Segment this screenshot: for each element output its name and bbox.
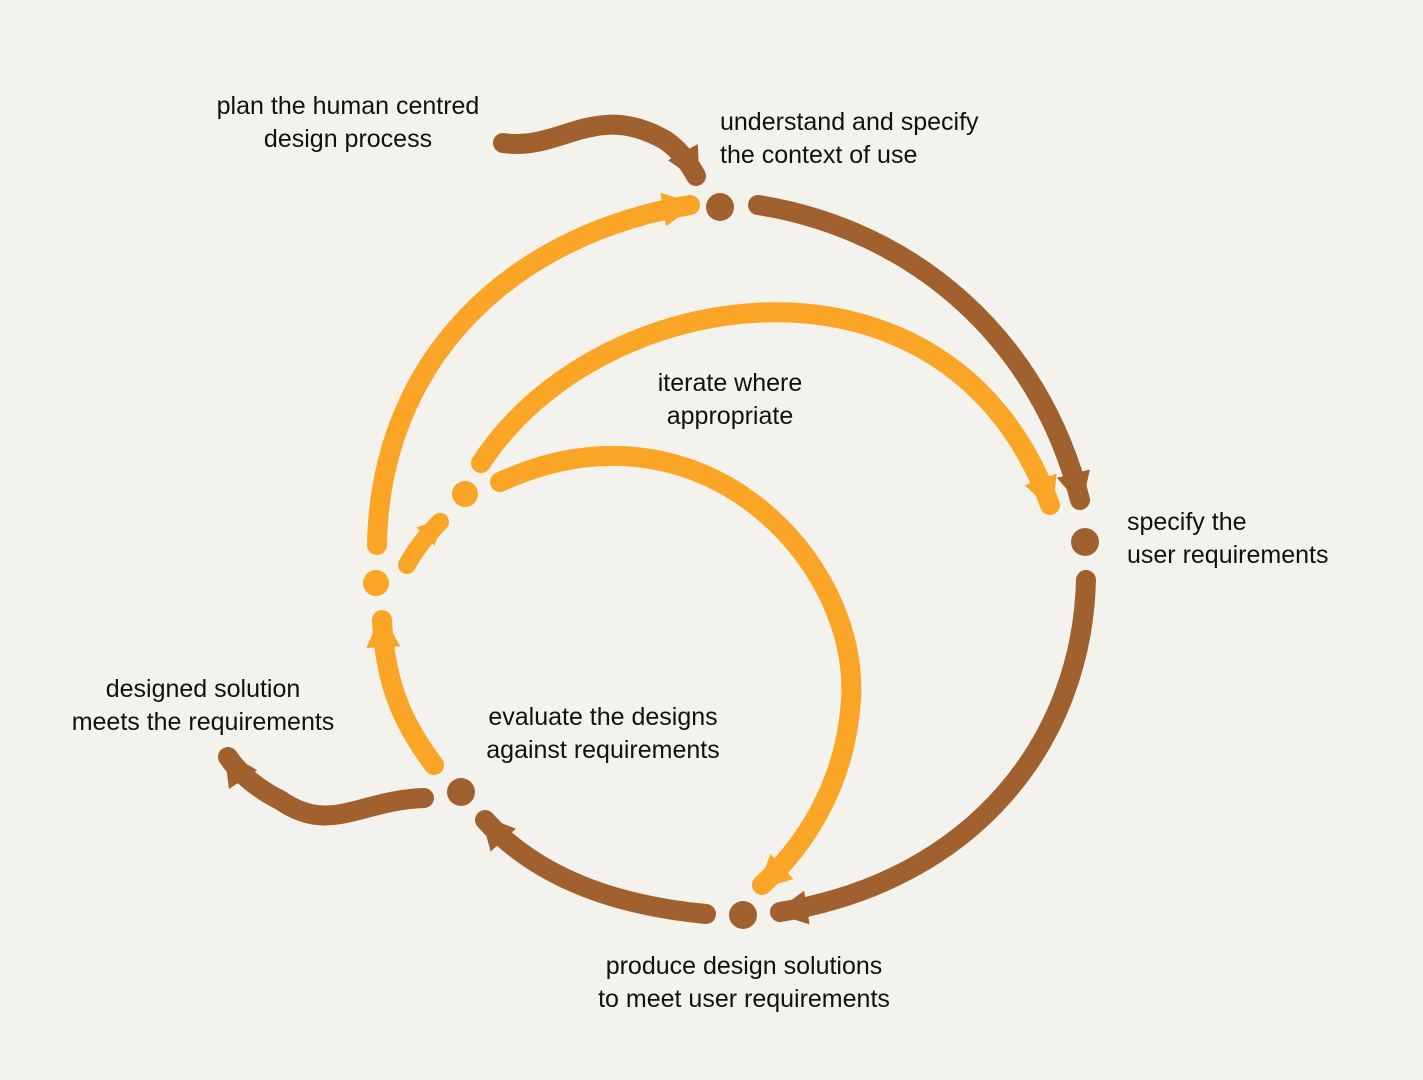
label-designed-solution: designed solution meets the requirements [71, 675, 335, 736]
arrow-iterate-to-requirements [471, 302, 1060, 515]
label-evaluate-designs: evaluate the designs against requirement… [486, 703, 720, 764]
arrow-iterate-hub-link [398, 513, 449, 574]
arrow-requirements-to-produce [770, 570, 1096, 925]
arrow-iterate-to-produce [490, 445, 862, 895]
node-context [706, 193, 734, 221]
node-produce [729, 901, 757, 929]
node-iterate-lower [363, 570, 389, 596]
arrow-context-to-requirements [748, 195, 1090, 510]
label-user-requirements: specify the user requirements [1127, 508, 1329, 569]
arrow-iterate-to-context [367, 192, 700, 555]
label-iterate: iterate where appropriate [657, 369, 803, 430]
label-context-of-use: understand and specify the context of us… [720, 108, 979, 169]
label-produce-solutions: produce design solutions to meet user re… [598, 952, 890, 1013]
label-plan-process: plan the human centred design process [216, 92, 480, 153]
arrow-evaluate-to-iterate [366, 610, 444, 775]
arrow-plan-to-context [493, 114, 706, 186]
arrow-produce-to-evaluate [475, 810, 716, 924]
arrow-evaluate-to-designed [218, 747, 434, 826]
node-requirements [1071, 528, 1099, 556]
node-iterate-upper [452, 481, 478, 507]
node-evaluate [447, 778, 475, 806]
